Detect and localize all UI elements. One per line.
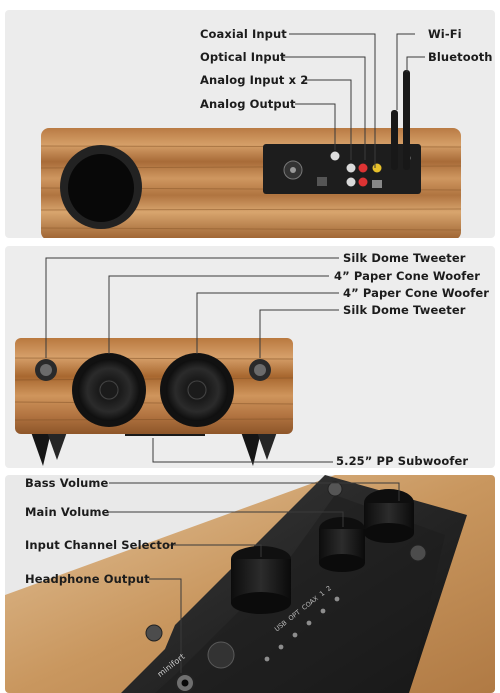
usb-port	[372, 180, 382, 188]
foot-left-1	[31, 432, 51, 466]
label-subwoofer: 5.25” PP Subwoofer	[336, 454, 469, 468]
label-bass-volume: Bass Volume	[25, 476, 109, 490]
label-optical-input: Optical Input	[200, 50, 286, 64]
front-speaker-illustration	[14, 257, 339, 466]
optical-port	[317, 177, 327, 186]
wifi-antenna	[391, 110, 398, 170]
drivers-panel: Silk Dome Tweeter 4” Paper Cone Woofer 4…	[5, 246, 495, 468]
label-wifi: Wi-Fi	[428, 27, 462, 41]
remote-sensor-icon	[207, 641, 235, 669]
analog-in-jack-1	[346, 163, 356, 173]
controls-panel: minifort USB OPT COAX 1 2 Bass Volume Ma…	[5, 475, 495, 693]
screw	[327, 481, 343, 497]
label-main-volume: Main Volume	[25, 505, 110, 519]
label-analog-input: Analog Input x 2	[200, 73, 309, 87]
label-headphone-output: Headphone Output	[25, 572, 150, 586]
label-tweeter-left: Silk Dome Tweeter	[343, 251, 466, 265]
label-coaxial-input: Coaxial Input	[200, 27, 287, 41]
connections-panel: Coaxial Input Optical Input Analog Input…	[5, 10, 495, 238]
analog-in-jack-2	[358, 163, 368, 173]
label-woofer-left: 4” Paper Cone Woofer	[334, 269, 481, 283]
label-analog-output: Analog Output	[200, 97, 296, 111]
label-woofer-right: 4” Paper Cone Woofer	[343, 286, 490, 300]
foot-right-1	[241, 432, 261, 466]
bluetooth-antenna	[403, 70, 410, 170]
rear-speaker-illustration	[40, 33, 462, 238]
label-bluetooth: Bluetooth	[428, 50, 493, 64]
coaxial-jack	[372, 163, 382, 173]
label-input-channel-selector: Input Channel Selector	[25, 538, 176, 552]
control-plate-illustration	[5, 475, 495, 693]
label-tweeter-right: Silk Dome Tweeter	[343, 303, 466, 317]
analog-out-jack	[330, 151, 340, 161]
